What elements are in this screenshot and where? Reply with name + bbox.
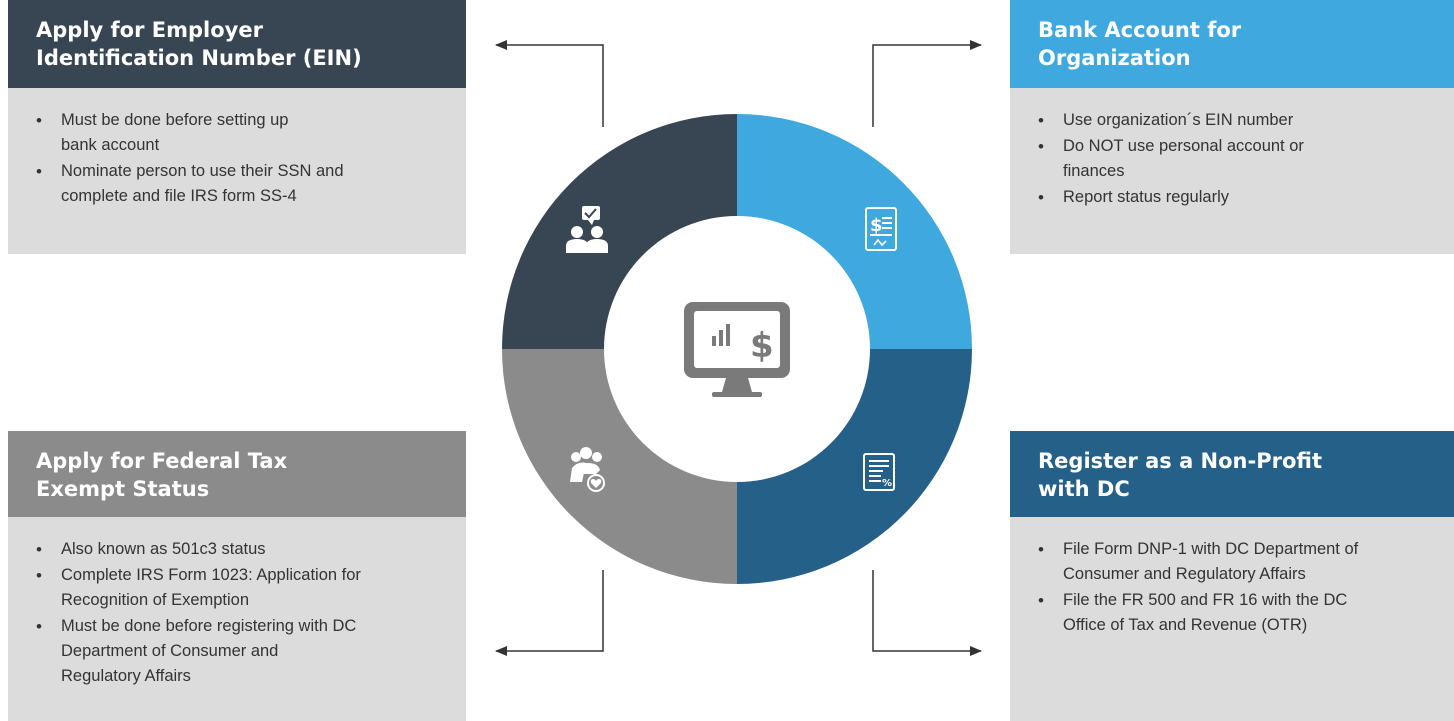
invoice-dollar-icon: $ [865,207,897,251]
list-item: File Form DNP-1 with DC Department of Co… [1038,537,1426,587]
document-percent-icon: % [863,453,895,491]
arrow-to-bank [872,40,982,127]
panel-tax-title: Apply for Federal Tax Exempt Status [8,431,466,517]
panel-bank-title: Bank Account for Organization [1010,0,1454,88]
list-item: Complete IRS Form 1023: Application for … [36,563,438,613]
panel-dc-title: Register as a Non-Profit with DC [1010,431,1454,517]
panel-tax-body: Also known as 501c3 status Complete IRS … [8,517,466,721]
list-item: File the FR 500 and FR 16 with the DC Of… [1038,588,1426,638]
segment-top-right [737,114,972,349]
panel-bank-list: Use organization´s EIN number Do NOT use… [1038,108,1426,210]
list-item: Nominate person to use their SSN and com… [36,159,438,209]
people-chat-check-icon [566,206,608,253]
arrow-to-dc [872,570,982,656]
panel-bank: Bank Account for Organization Use organi… [1010,0,1454,254]
monitor-chart-dollar-icon: $ [684,302,790,397]
list-item: Do NOT use personal account or finances [1038,134,1426,184]
panel-tax-list: Also known as 501c3 status Complete IRS … [36,537,438,689]
panel-bank-body: Use organization´s EIN number Do NOT use… [1010,88,1454,254]
list-item: Use organization´s EIN number [1038,108,1426,133]
arrow-to-tax [495,570,604,656]
panel-ein-list: Must be done before setting up bank acco… [36,108,438,209]
list-item: Must be done before registering with DC … [36,614,438,689]
panel-ein: Apply for Employer Identification Number… [8,0,466,254]
panel-dc-body: File Form DNP-1 with DC Department of Co… [1010,517,1454,721]
group-heart-icon [570,447,605,492]
panel-ein-body: Must be done before setting up bank acco… [8,88,466,254]
arrow-to-ein [495,40,604,127]
list-item: Also known as 501c3 status [36,537,438,562]
svg-text:$: $ [870,215,883,236]
svg-text:%: % [882,478,892,489]
panel-dc: Register as a Non-Profit with DC File Fo… [1010,431,1454,721]
segment-bottom-right [737,349,972,584]
segment-top-left [502,114,737,349]
list-item: Must be done before setting up bank acco… [36,108,438,158]
panel-ein-title: Apply for Employer Identification Number… [8,0,466,88]
panel-dc-list: File Form DNP-1 with DC Department of Co… [1038,537,1426,638]
svg-text:$: $ [750,326,774,366]
panel-tax: Apply for Federal Tax Exempt Status Also… [8,431,466,721]
list-item: Report status regularly [1038,185,1426,210]
segment-bottom-left [502,349,737,584]
